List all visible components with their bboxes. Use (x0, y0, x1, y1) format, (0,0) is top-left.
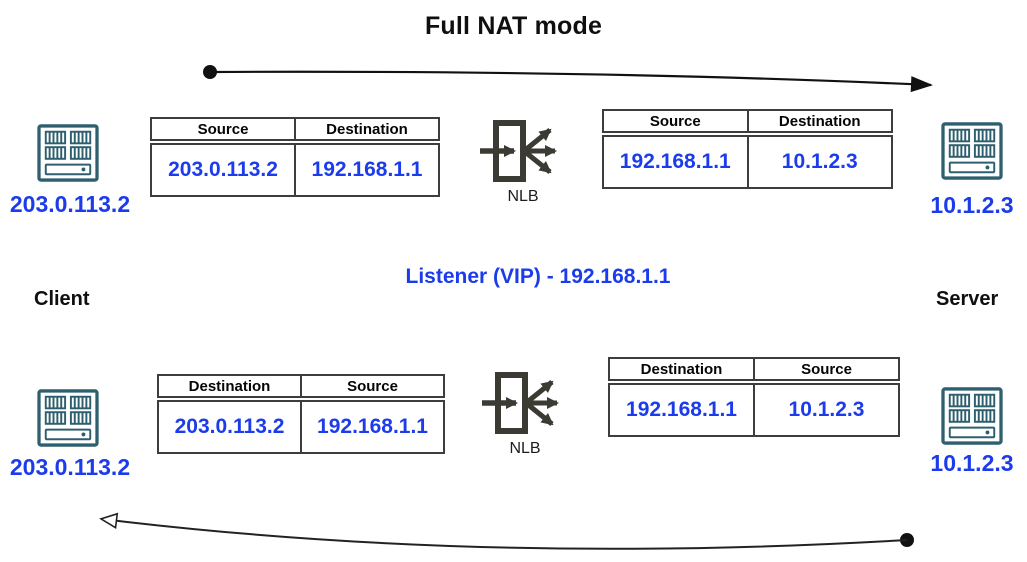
table-value-cell: 192.168.1.1 (294, 145, 438, 195)
client-ip-label-bottom: 203.0.113.2 (9, 454, 131, 480)
nat-table-request-left: Source Destination 203.0.113.2 192.168.1… (150, 117, 440, 197)
listener-vip-label: Listener (VIP) - 192.168.1.1 (405, 265, 671, 288)
client-ip-label-top: 203.0.113.2 (9, 191, 131, 217)
table-header-cell: Destination (294, 119, 438, 139)
nlb-label-top: NLB (507, 188, 539, 205)
nat-table-request-right: Source Destination 192.168.1.1 10.1.2.3 (602, 109, 893, 189)
nlb-icon-top (480, 120, 557, 182)
backend-server-icon-bottom (941, 387, 1003, 445)
table-header-cell: Source (197, 120, 249, 138)
table-header-cell: Source (753, 359, 898, 379)
table-header-row: Source Destination (150, 117, 440, 141)
nat-table-response-right: Destination Source 192.168.1.1 10.1.2.3 (608, 357, 900, 437)
table-header-cell: Source (649, 112, 701, 130)
table-value-cell: 192.168.1.1 (626, 398, 737, 421)
table-value-cell: 192.168.1.1 (300, 402, 443, 452)
table-value-row: 203.0.113.2 192.168.1.1 (157, 400, 445, 454)
table-value-cell: 192.168.1.1 (619, 150, 731, 173)
server-ip-label-bottom: 10.1.2.3 (930, 450, 1014, 476)
nlb-label-bottom: NLB (509, 440, 541, 457)
table-value-cell: 10.1.2.3 (746, 137, 892, 187)
nat-table-response-left: Destination Source 203.0.113.2 192.168.1… (157, 374, 445, 454)
client-role-label: Client (34, 288, 90, 310)
client-server-icon (37, 124, 99, 182)
server-role-label: Server (936, 288, 999, 310)
table-value-cell: 203.0.113.2 (174, 415, 285, 438)
table-value-cell: 10.1.2.3 (753, 385, 898, 435)
table-header-cell: Destination (746, 111, 892, 131)
nlb-icon-bottom (482, 372, 559, 434)
server-ip-label-top: 10.1.2.3 (930, 192, 1014, 218)
client-server-icon-bottom (37, 389, 99, 447)
table-value-cell: 203.0.113.2 (168, 158, 278, 181)
table-value-row: 203.0.113.2 192.168.1.1 (150, 143, 440, 197)
table-header-cell: Source (300, 376, 443, 396)
table-header-cell: Destination (640, 360, 723, 378)
table-header-row: Destination Source (608, 357, 900, 381)
request-flow-arrow (203, 65, 933, 93)
response-flow-arrow (99, 512, 914, 550)
table-value-row: 192.168.1.1 10.1.2.3 (602, 135, 893, 189)
table-header-cell: Destination (188, 377, 271, 395)
diagram-title: Full NAT mode (424, 12, 603, 40)
backend-server-icon (941, 122, 1003, 180)
table-value-row: 192.168.1.1 10.1.2.3 (608, 383, 900, 437)
table-header-row: Source Destination (602, 109, 893, 133)
table-header-row: Destination Source (157, 374, 445, 398)
